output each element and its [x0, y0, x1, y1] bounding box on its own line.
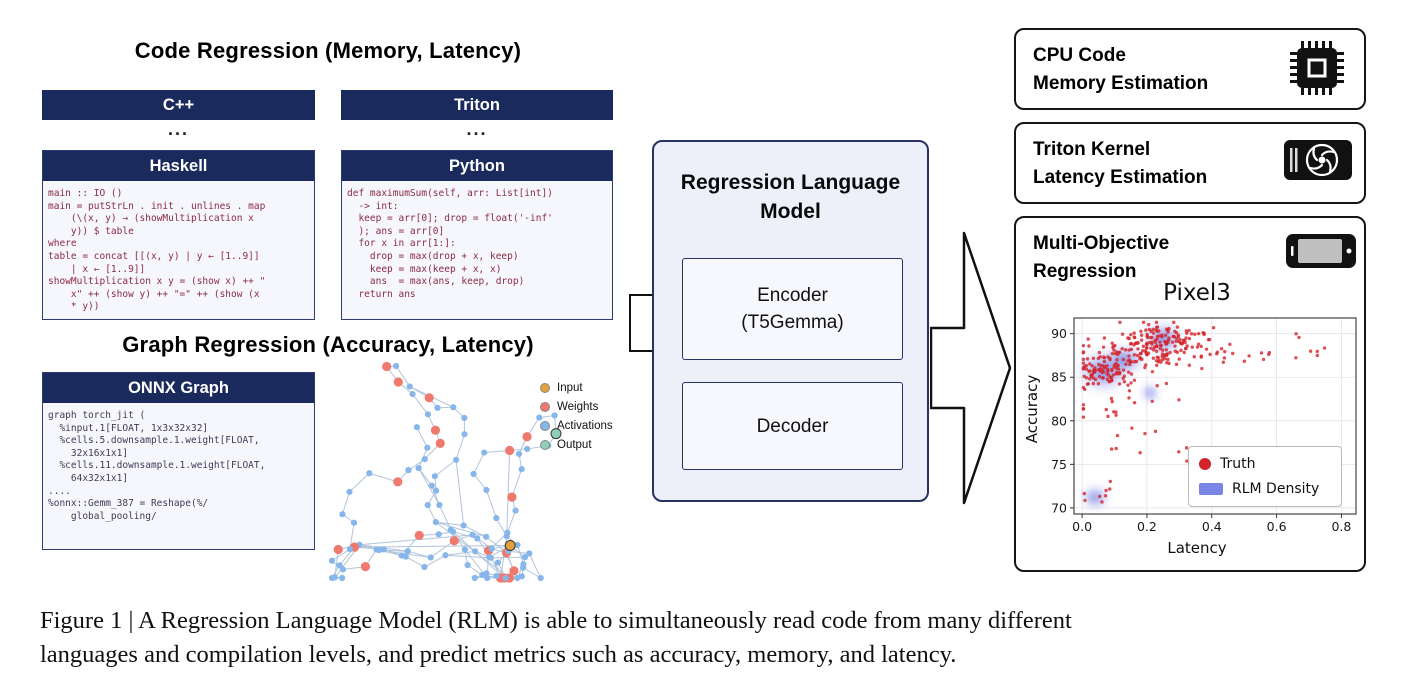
svg-text:0.8: 0.8	[1331, 519, 1351, 534]
rlm-density-marker-icon	[1199, 483, 1223, 495]
svg-text:70: 70	[1051, 500, 1067, 515]
cpu-icon	[1290, 41, 1344, 95]
input-connector	[629, 294, 654, 352]
input-node-icon	[540, 383, 550, 393]
x-axis-label: Latency	[1167, 539, 1227, 557]
rlm-title-line2: Model	[760, 200, 821, 223]
triton-latency-label: Triton Kernel Latency Estimation	[1033, 136, 1207, 192]
svg-text:0.4: 0.4	[1202, 519, 1222, 534]
ellipsis-cpp: ...	[167, 119, 189, 139]
legend-label: Activations	[557, 420, 613, 432]
legend-item-rlm-density: RLM Density	[1199, 481, 1331, 497]
activations-node-icon	[540, 421, 550, 431]
encoder-label: Encoder	[757, 285, 828, 306]
haskell-title-bar: Haskell	[43, 151, 314, 181]
cpu-memory-label: CPU Code Memory Estimation	[1033, 42, 1208, 98]
encoder-sublabel: (T5Gemma)	[741, 312, 844, 333]
decoder-box: Decoder	[682, 382, 903, 470]
pixel3-scatter-plot: 0.0 0.2 0.4 0.6 0.8 70 75 80 85 90	[1051, 317, 1357, 534]
svg-text:0.6: 0.6	[1267, 519, 1287, 534]
caption-line1: Figure 1 | A Regression Language Model (…	[40, 607, 1072, 634]
svg-text:80: 80	[1051, 413, 1067, 428]
graph-regression-heading: Graph Regression (Accuracy, Latency)	[122, 332, 534, 357]
svg-text:90: 90	[1051, 326, 1067, 341]
encoder-box: Encoder (T5Gemma)	[682, 258, 903, 360]
legend-label: RLM Density	[1232, 481, 1320, 497]
multi-objective-label: Multi-Objective Regression	[1033, 230, 1169, 286]
y-axis-label: Accuracy	[1023, 374, 1041, 444]
python-title-bar: Python	[342, 151, 612, 181]
rlm-model-box: Regression Language Model Encoder (T5Gem…	[652, 140, 929, 502]
multi-objective-line1: Multi-Objective	[1033, 233, 1170, 254]
legend-item-input: Input	[540, 382, 613, 394]
multi-objective-line2: Regression	[1033, 261, 1137, 282]
legend-label: Truth	[1220, 456, 1256, 472]
caption-line2: languages and compilation levels, and pr…	[40, 641, 957, 668]
haskell-code-panel: Haskell main :: IO () main = putStrLn . …	[42, 150, 315, 320]
legend-label: Input	[557, 382, 583, 394]
code-regression-heading: Code Regression (Memory, Latency)	[134, 38, 522, 63]
python-code-panel: Python def maximumSum(self, arr: List[in…	[341, 150, 613, 320]
cpu-memory-line1: CPU Code	[1033, 45, 1126, 66]
triton-language-bar: Triton	[341, 90, 613, 120]
haskell-code: main :: IO () main = putStrLn . init . u…	[48, 188, 266, 313]
rlm-title: Regression Language Model	[654, 168, 927, 226]
svg-text:0.0: 0.0	[1072, 519, 1092, 534]
onnx-code: graph torch_jit ( %input.1[FLOAT, 1x3x32…	[48, 410, 266, 522]
legend-item-activations: Activations	[540, 420, 613, 432]
ellipsis-triton: ...	[466, 119, 488, 139]
rlm-title-line1: Regression Language	[680, 171, 901, 194]
legend-label: Weights	[557, 401, 599, 413]
decoder-label: Decoder	[756, 415, 829, 437]
chart-title: Pixel3	[1163, 280, 1231, 306]
figure-caption: Figure 1 | A Regression Language Model (…	[40, 604, 1400, 672]
output-node-icon	[540, 440, 550, 450]
phone-icon	[1286, 234, 1356, 268]
cpu-memory-line2: Memory Estimation	[1033, 73, 1209, 94]
cpp-language-bar: C++	[42, 90, 315, 120]
triton-latency-output-box: Triton Kernel Latency Estimation	[1014, 122, 1366, 204]
svg-text:0.2: 0.2	[1137, 519, 1157, 534]
python-code: def maximumSum(self, arr: List[int]) -> …	[347, 188, 553, 300]
onnx-title-bar: ONNX Graph	[43, 373, 314, 403]
legend-item-output: Output	[540, 439, 613, 451]
right-arrow-icon	[930, 231, 1012, 505]
legend-item-weights: Weights	[540, 401, 613, 413]
weights-node-icon	[540, 402, 550, 412]
onnx-network-graph	[328, 361, 562, 583]
gpu-icon	[1284, 140, 1352, 180]
svg-text:75: 75	[1051, 457, 1067, 472]
chart-legend: Truth RLM Density	[1188, 446, 1342, 507]
truth-marker-icon	[1199, 458, 1211, 470]
triton-latency-line1: Triton Kernel	[1033, 139, 1151, 160]
onnx-graph-panel: ONNX Graph graph torch_jit ( %input.1[FL…	[42, 372, 315, 550]
legend-label: Output	[557, 439, 592, 451]
svg-text:85: 85	[1051, 370, 1067, 385]
legend-item-truth: Truth	[1199, 456, 1331, 472]
triton-latency-line2: Latency Estimation	[1033, 167, 1208, 188]
graph-legend: Input Weights Activations Output	[540, 382, 613, 458]
